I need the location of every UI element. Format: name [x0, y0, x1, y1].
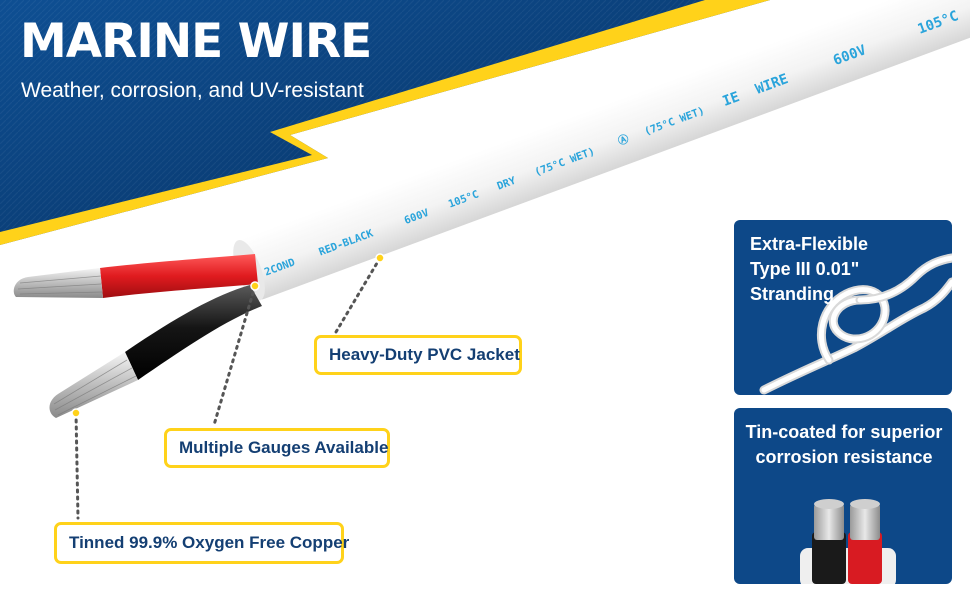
- feature-panel-stranding: Extra-Flexible Type III 0.01" Stranding: [734, 220, 952, 395]
- black-conductor: [49, 285, 262, 418]
- callout-multiple-gauges: Multiple Gauges Available: [164, 428, 390, 468]
- callout-tinned-copper: Tinned 99.9% Oxygen Free Copper: [54, 522, 349, 564]
- yellow-accent-stripe: [0, 0, 770, 245]
- stranding-line-2: Type III 0.01": [750, 259, 860, 279]
- tin-line-2: corrosion resistance: [755, 447, 933, 467]
- black-strands: [49, 352, 138, 418]
- hero-title: MARINE WIRE: [20, 14, 372, 69]
- print-ie: IE: [720, 89, 741, 110]
- wire-cross-section-image: [800, 499, 896, 584]
- cable-jacket: 2COND RED-BLACK 600V 105°C DRY (75°C WET…: [233, 0, 970, 301]
- stranding-line-1: Extra-Flexible: [750, 234, 869, 254]
- stranding-line-3: Stranding: [750, 284, 834, 304]
- gauges-leader-line: [212, 284, 257, 427]
- print-ul-mark: Ⓐ: [616, 132, 631, 148]
- copper-leader-line: [74, 411, 80, 520]
- stranding-heading: Extra-Flexible Type III 0.01" Stranding: [750, 232, 900, 307]
- tin-coated-heading: Tin-coated for superior corrosion resist…: [744, 420, 944, 470]
- knotted-wire-image: [759, 253, 952, 395]
- gauges-leader-dot: [250, 281, 260, 291]
- tin-line-1: Tin-coated for superior: [745, 422, 943, 442]
- feature-panel-tin-coated: Tin-coated for superior corrosion resist…: [734, 408, 952, 584]
- red-conductor: [13, 254, 258, 298]
- red-strands: [13, 268, 104, 298]
- jacket-leader-line: [334, 256, 382, 334]
- hero-subtitle: Weather, corrosion, and UV-resistant: [21, 79, 364, 102]
- callout-pvc-jacket: Heavy-Duty PVC Jacket: [314, 335, 522, 375]
- copper-leader-dot: [71, 408, 81, 418]
- jacket-leader-dot: [375, 253, 385, 263]
